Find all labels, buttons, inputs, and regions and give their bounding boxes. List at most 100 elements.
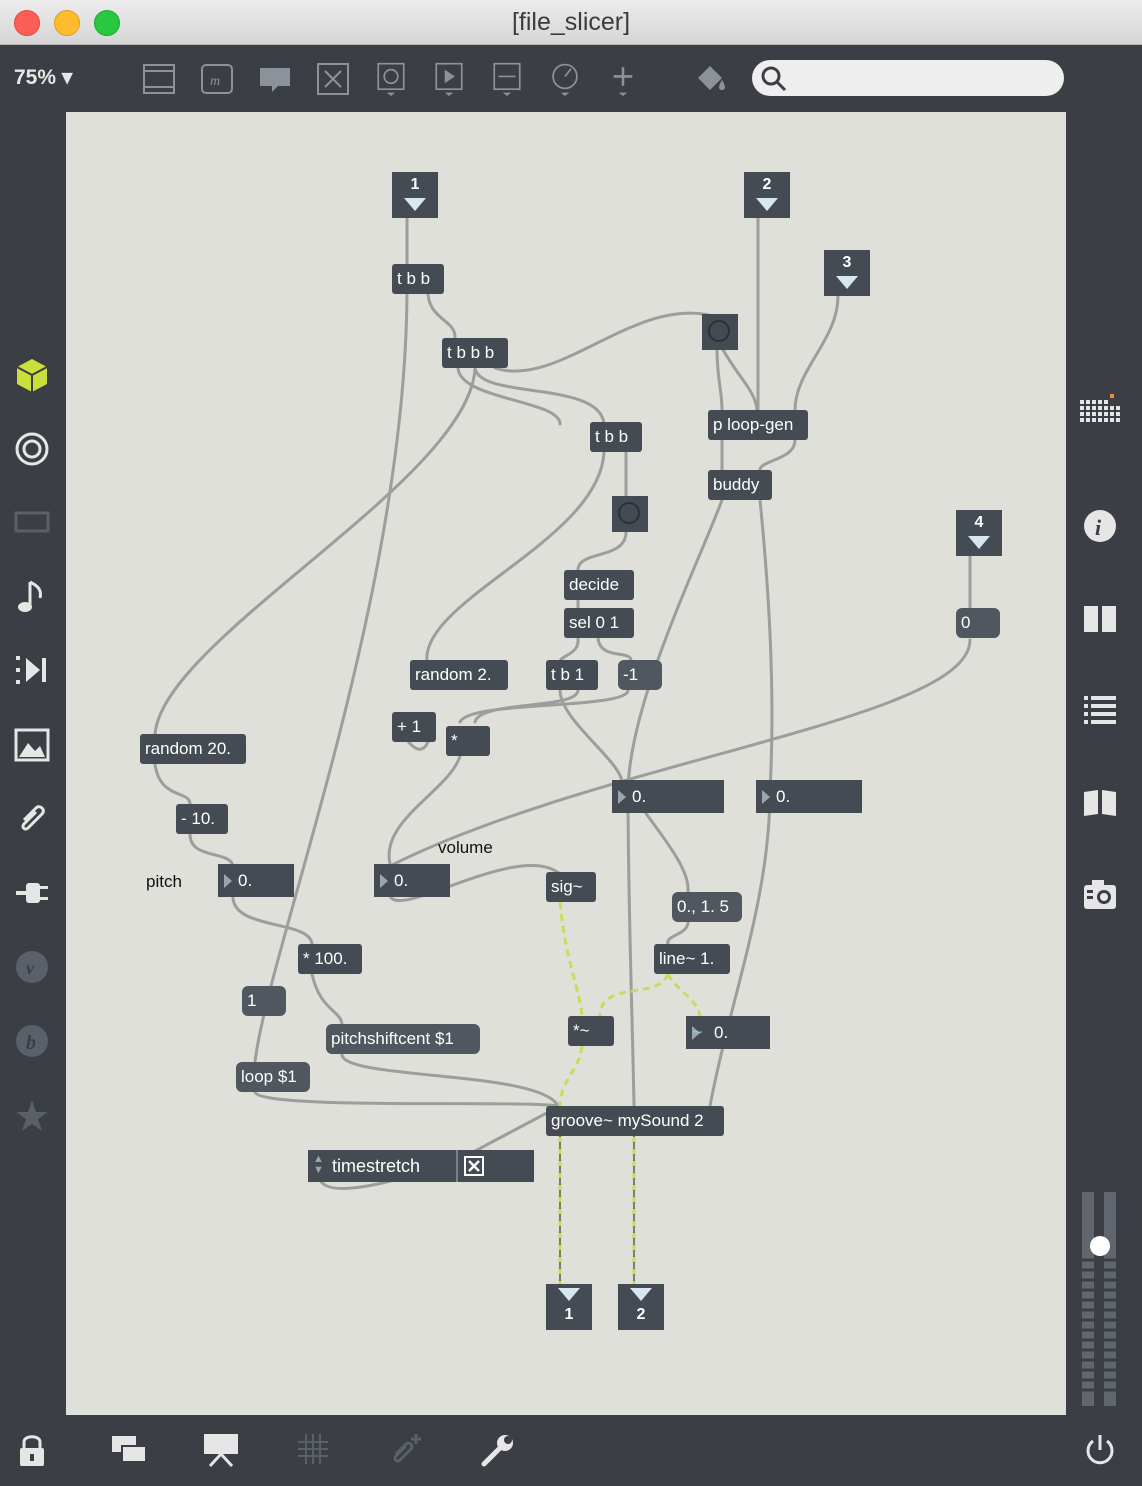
cord (153, 366, 477, 737)
paperclip-icon[interactable] (14, 800, 50, 838)
inlet-4[interactable]: 4 (956, 510, 1002, 556)
bang-button[interactable] (612, 496, 648, 532)
outlet-1[interactable]: 1 (546, 1284, 592, 1330)
search-input[interactable] (752, 60, 1064, 96)
svg-text:i: i (1095, 515, 1102, 540)
minimize-window-button[interactable] (54, 10, 80, 36)
grid-icon[interactable] (296, 1432, 330, 1466)
paint-bucket-icon[interactable] (694, 62, 728, 96)
random-object[interactable]: random 20. (140, 734, 246, 764)
cord (473, 366, 606, 426)
signal-cord (666, 973, 702, 1019)
new-object-icon[interactable] (142, 62, 176, 96)
outlet-arrow-icon (558, 1288, 580, 1301)
message-box[interactable]: 0., 1. 5 (672, 892, 742, 922)
close-window-button[interactable] (14, 10, 40, 36)
list-icon[interactable] (1082, 694, 1118, 728)
message-box[interactable]: pitchshiftcent $1 (326, 1024, 480, 1054)
message-box[interactable]: -1 (618, 660, 662, 690)
pitch-number[interactable]: 0. (218, 864, 294, 897)
music-note-icon[interactable] (16, 578, 48, 616)
windows-icon[interactable] (110, 1434, 148, 1466)
message-box[interactable]: loop $1 (236, 1062, 310, 1092)
subtract-object[interactable]: - 10. (176, 804, 228, 834)
book-icon[interactable] (1082, 786, 1118, 818)
package-cube-icon[interactable] (14, 357, 50, 393)
monitor-icon[interactable] (14, 507, 50, 537)
timestretch-toggle[interactable] (464, 1156, 484, 1176)
signal-wave-icon: ~ (692, 1022, 703, 1042)
select-object[interactable]: sel 0 1 (564, 608, 634, 638)
outlet-arrow-icon (630, 1288, 652, 1301)
cord (493, 311, 722, 373)
cord (643, 810, 690, 894)
zoom-window-button[interactable] (94, 10, 120, 36)
v-icon[interactable]: v (14, 949, 50, 985)
decide-object[interactable]: decide (564, 570, 634, 600)
volume-comment: volume (438, 838, 493, 857)
inlet-2[interactable]: 2 (744, 172, 790, 218)
trigger-object[interactable]: t b b (590, 422, 642, 452)
toggle-icon[interactable] (316, 62, 350, 96)
outlet-2[interactable]: 2 (618, 1284, 664, 1330)
columns-icon[interactable] (1082, 604, 1118, 636)
button-icon[interactable] (374, 62, 408, 96)
left-sidebar (0, 112, 66, 1415)
cord (576, 530, 628, 572)
step-icon[interactable] (14, 652, 50, 688)
target-icon[interactable] (14, 431, 50, 467)
power-icon[interactable] (1082, 1432, 1118, 1468)
dial-icon[interactable] (548, 62, 582, 96)
line-signal-object[interactable]: line~ 1. (654, 944, 730, 974)
groove-object[interactable]: groove~ mySound 2 (546, 1106, 724, 1136)
signal-multiply-object[interactable]: *~ (568, 1016, 614, 1046)
keyboard-grid-icon[interactable] (1080, 392, 1120, 428)
play-icon[interactable] (432, 62, 466, 96)
signal-number[interactable]: ~ 0. (686, 1016, 770, 1049)
camera-icon[interactable] (1082, 877, 1118, 913)
comment-icon[interactable] (258, 62, 292, 96)
star-icon[interactable] (14, 1098, 50, 1134)
cord (456, 366, 562, 426)
multiply-object[interactable]: * 100. (298, 944, 362, 974)
buddy-object[interactable]: buddy (708, 470, 772, 500)
sig-object[interactable]: sig~ (546, 872, 596, 902)
timestretch-attrui[interactable]: ▲▼ timestretch (308, 1150, 534, 1182)
add-object[interactable]: + 1 (392, 712, 436, 742)
trigger-object[interactable]: t b 1 (546, 660, 598, 690)
gain-slider[interactable] (1080, 1190, 1120, 1410)
plug-icon[interactable] (14, 875, 50, 911)
add-icon[interactable] (606, 62, 640, 96)
cord (758, 438, 797, 472)
message-box[interactable]: 1 (242, 986, 286, 1016)
inlet-1[interactable]: 1 (392, 172, 438, 218)
pitch-comment: pitch (146, 872, 182, 891)
image-icon[interactable] (14, 727, 50, 763)
cord (387, 754, 462, 866)
inlet-3[interactable]: 3 (824, 250, 870, 296)
float-number[interactable]: 0. (612, 780, 724, 813)
cord (425, 450, 606, 664)
volume-number[interactable]: 0. (374, 864, 450, 897)
wrench-icon[interactable] (480, 1432, 516, 1468)
info-icon[interactable]: i (1082, 508, 1118, 544)
random-object[interactable]: random 2. (410, 660, 508, 690)
zoom-dropdown[interactable]: 75% ▾ (14, 66, 73, 89)
slider-icon[interactable] (490, 62, 524, 96)
multiply-object[interactable]: * (446, 726, 490, 756)
loop-gen-object[interactable]: p loop-gen (708, 410, 808, 440)
trigger-object[interactable]: t b b b (442, 338, 508, 368)
bang-button[interactable] (702, 314, 738, 350)
cord (340, 1052, 560, 1108)
float-number[interactable]: 0. (756, 780, 862, 813)
b-icon[interactable]: b (14, 1023, 50, 1059)
title-bar: [file_slicer] (0, 0, 1142, 45)
message-icon[interactable]: m (200, 62, 234, 96)
presentation-icon[interactable] (202, 1432, 240, 1468)
message-box[interactable]: 0 (956, 608, 1000, 638)
trigger-object[interactable]: t b b (392, 264, 444, 294)
attr-divider (456, 1150, 458, 1182)
attr-label: timestretch (332, 1156, 421, 1176)
attach-icon[interactable] (388, 1432, 424, 1468)
lock-icon[interactable] (16, 1432, 48, 1468)
